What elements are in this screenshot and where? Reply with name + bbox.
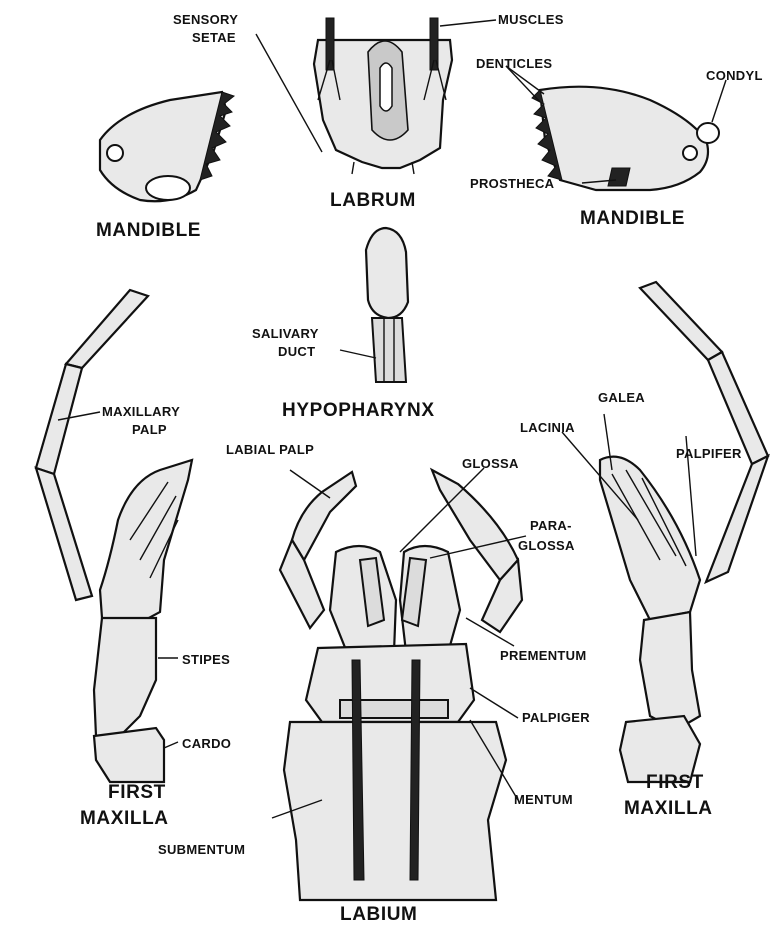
label-hypopharynx: HYPOPHARYNX xyxy=(282,400,435,421)
label-maxilla-left: MAXILLA xyxy=(80,808,169,829)
label-prementum: PREMENTUM xyxy=(500,648,586,663)
label-glossa: GLOSSA xyxy=(462,456,519,471)
label-paraglossa: GLOSSA xyxy=(518,538,575,553)
label-palp: PALP xyxy=(132,422,167,437)
label-prostheca: PROSTHECA xyxy=(470,176,555,191)
label-labium: LABIUM xyxy=(340,904,417,924)
label-salivary: SALIVARY xyxy=(252,326,319,341)
label-mentum: MENTUM xyxy=(514,792,573,807)
label-palpiger: PALPIGER xyxy=(522,710,590,725)
label-stipes: STIPES xyxy=(182,652,230,667)
label-sensory: SENSORY xyxy=(173,12,238,27)
label-duct: DUCT xyxy=(278,344,315,359)
mandible-right-drawing xyxy=(532,87,719,190)
label-labial-palp: LABIAL PALP xyxy=(226,442,314,457)
label-muscles: MUSCLES xyxy=(498,12,564,27)
labrum-drawing xyxy=(314,18,452,174)
label-condyl: CONDYL xyxy=(706,68,763,83)
label-first-left: FIRST xyxy=(108,782,166,803)
label-labrum: LABRUM xyxy=(330,190,416,211)
label-lacinia: LACINIA xyxy=(520,420,575,435)
label-maxillary: MAXILLARY xyxy=(102,404,180,419)
label-mandible-right: MANDIBLE xyxy=(580,208,685,229)
label-cardo: CARDO xyxy=(182,736,231,751)
label-galea: GALEA xyxy=(598,390,645,405)
mandible-left-drawing xyxy=(100,92,234,201)
label-palpifer: PALPIFER xyxy=(676,446,742,461)
first-maxilla-right-drawing xyxy=(600,282,768,782)
label-first-right: FIRST xyxy=(646,772,704,793)
labium-drawing xyxy=(280,470,522,900)
label-para: PARA- xyxy=(530,518,572,533)
label-mandible-left: MANDIBLE xyxy=(96,220,201,241)
first-maxilla-left-drawing xyxy=(36,290,192,782)
hypopharynx-drawing xyxy=(366,228,408,382)
label-submentum: SUBMENTUM xyxy=(158,842,245,857)
label-maxilla-right: MAXILLA xyxy=(624,798,713,819)
label-setae: SETAE xyxy=(192,30,236,45)
label-denticles: DENTICLES xyxy=(476,56,552,71)
